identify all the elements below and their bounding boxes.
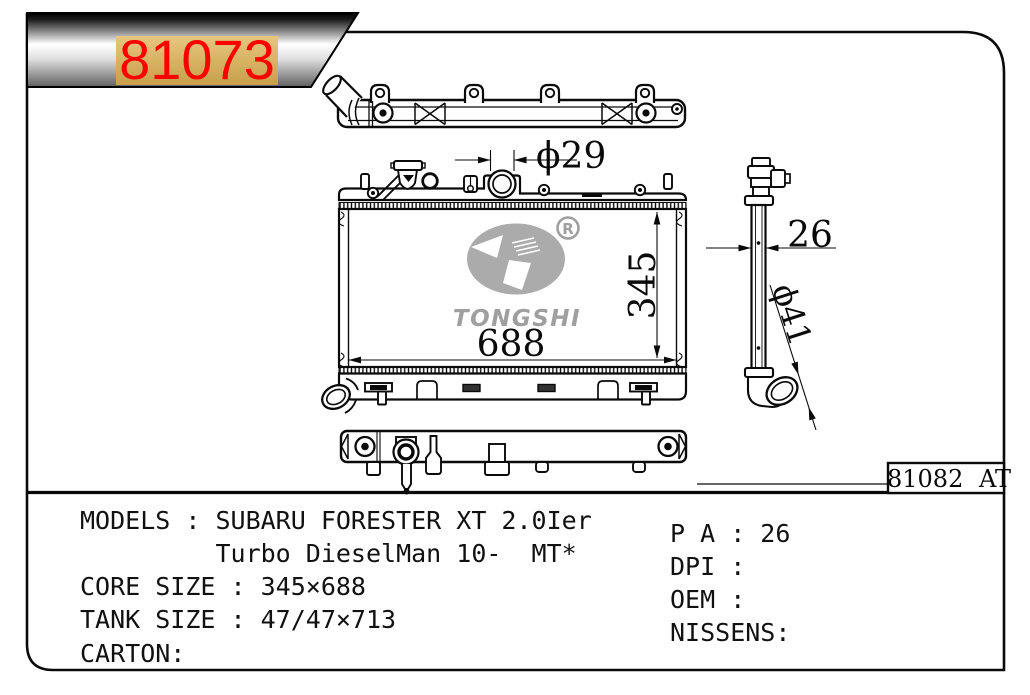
part-number: 81073 [119,28,275,91]
bottom-clips [364,382,658,406]
spec-nissens: NISSENS: [670,618,791,647]
part-number-banner: 81073 [26,12,360,91]
spec-models-line2: Turbo DieselMan 10- MT* [80,539,577,568]
ref-code: 81082 AT [887,465,1011,493]
filler-cap [390,159,426,190]
dim-core-height-label: 345 [623,251,664,320]
logo-watermark: R TONGSHI [453,216,581,332]
spec-carton: CARTON: [80,639,186,668]
spec-core-size: CORE SIZE : 345×688 [80,572,366,601]
clip [463,175,478,193]
spec-models-line1: MODELS : SUBARU FORESTER XT 2.0Ier [80,506,592,535]
page-border [25,13,1006,672]
inlet-pipe-profile [322,74,374,126]
dim-core-width: 688 [348,324,677,365]
ref-code-box: 81082 AT [886,461,1011,495]
dim-tank-depth-label: 26 [787,215,833,256]
spec-pa: P A : 26 [670,519,791,548]
dim-core-height: 345 [623,212,664,358]
bottom-tank-view [339,429,688,495]
dim-inlet-label: ϕ29 [536,136,606,177]
dim-tank-depth: 26 [706,215,836,256]
dim-outlet-label: ϕ41 [764,279,819,350]
logo-registered-mark: R [562,220,574,238]
spec-dpi: DPI : [670,552,746,581]
outlet-pipe-front [321,377,359,414]
drain-plug [392,436,420,495]
spec-tank-size: TANK SIZE : 47/47×713 [80,605,397,634]
dim-inlet: ϕ29 [455,136,606,177]
logo-text: TONGSHI [453,306,581,332]
radiator-front-view: ϕ29 [321,136,688,414]
radiator-side-view: 26 ϕ41 [706,157,836,431]
dim-core-width-label: 688 [477,324,546,365]
spec-oem: OEM : [670,585,746,614]
top-tank-profile-view [322,74,687,129]
